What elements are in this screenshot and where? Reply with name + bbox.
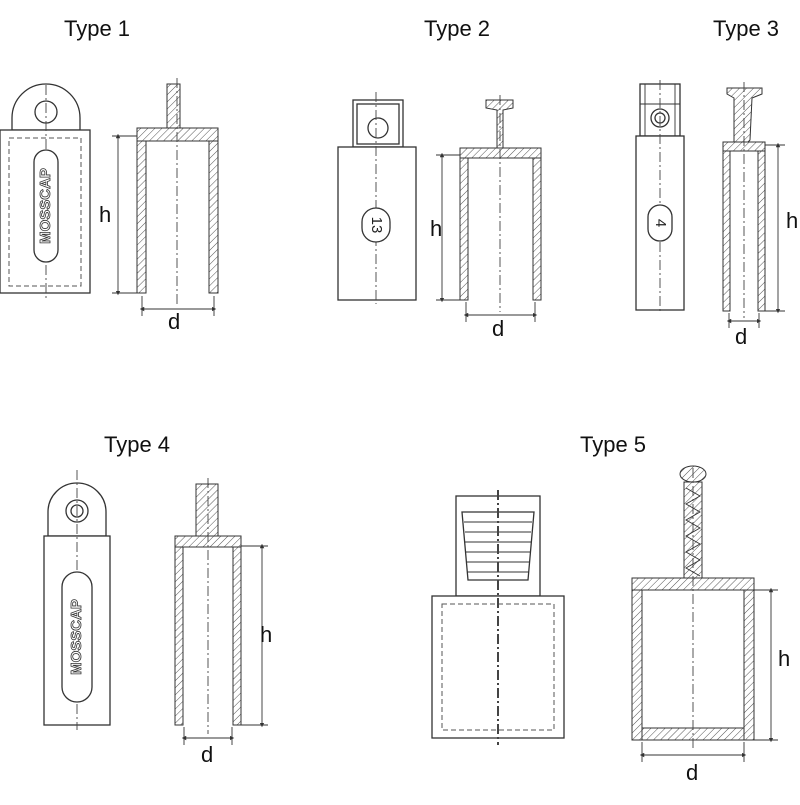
type-5-title: Type 5 <box>580 432 646 457</box>
type-5-group: Type 5 <box>431 432 790 785</box>
type-4-h-label: h <box>260 622 272 647</box>
type-1-brand-label: MOSSCAP <box>37 168 54 244</box>
type-2-number-label: 13 <box>368 217 385 234</box>
type-4-brand-label: MOSSCAP <box>68 599 85 675</box>
type-2-d-label: d <box>492 316 504 341</box>
type-1-h-label: h <box>99 202 111 227</box>
type-4-d-label: d <box>201 742 213 767</box>
type-2-h-label: h <box>430 216 442 241</box>
type-3-section-view: h d <box>722 82 798 349</box>
type-4-group: Type 4 MOSSCAP h d <box>43 432 272 767</box>
type-3-front-view: 4 <box>635 80 685 314</box>
type-5-h-label: h <box>778 646 790 671</box>
type-2-front-view: 13 <box>337 92 417 304</box>
type-2-section-view: h d <box>430 95 542 341</box>
type-1-title: Type 1 <box>64 16 130 41</box>
type-3-title: Type 3 <box>713 16 779 41</box>
type-2-group: Type 2 13 h d <box>337 16 542 341</box>
type-5-d-label: d <box>686 760 698 785</box>
type-5-section-view: h d <box>631 465 790 785</box>
type-3-d-label: d <box>735 324 747 349</box>
type-3-number-label: 4 <box>652 219 669 227</box>
type-1-front-view: MOSSCAP <box>0 83 91 298</box>
type-4-section-view: h d <box>174 478 272 767</box>
type-4-front-view: MOSSCAP <box>43 470 111 730</box>
type-5-front-view <box>431 490 565 745</box>
type-1-section-view: h d <box>99 78 219 334</box>
type-3-h-label: h <box>786 208 798 233</box>
type-3-group: Type 3 4 h d <box>635 16 798 349</box>
type-2-title: Type 2 <box>424 16 490 41</box>
type-4-title: Type 4 <box>104 432 170 457</box>
type-1-group: Type 1 MOSSCAP h d <box>0 16 219 334</box>
type-1-d-label: d <box>168 309 180 334</box>
